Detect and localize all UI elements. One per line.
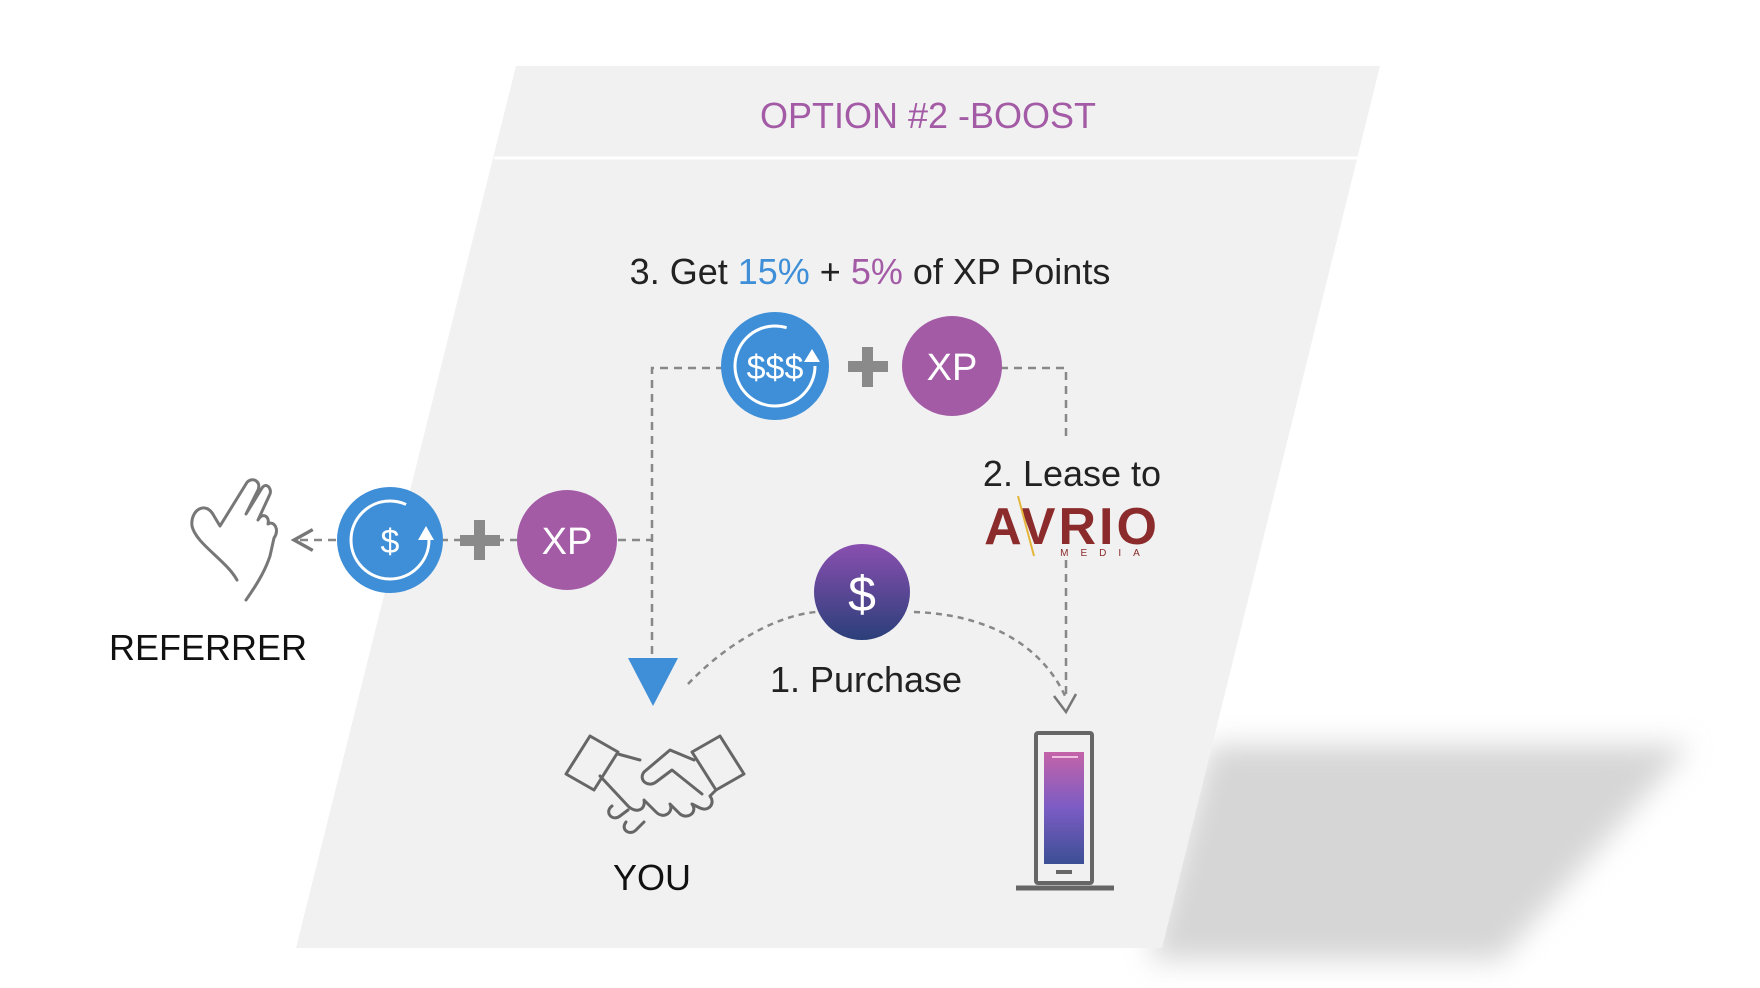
referrer-xp-badge-icon: XP <box>517 490 617 590</box>
step3-xp-pct: 5% <box>851 251 903 292</box>
referrer-xp-label: XP <box>542 521 593 563</box>
dollar-coin-label: $ <box>848 566 876 622</box>
step3-prefix: 3. Get <box>630 251 738 292</box>
referrer-coin-label: $ <box>381 523 400 561</box>
xp-badge-top-label: XP <box>927 347 978 389</box>
step3-suffix: of XP Points <box>903 251 1110 292</box>
you-label: YOU <box>613 857 691 898</box>
referrer-label: REFERRER <box>109 627 307 668</box>
purchase-arrowhead <box>1053 693 1078 715</box>
dollar-coin-icon: $ <box>814 544 910 640</box>
step3-heading: 3. Get 15% + 5% of XP Points <box>630 251 1111 292</box>
hand-pointing-icon <box>190 478 278 602</box>
kiosk-icon <box>1016 731 1114 891</box>
panel <box>296 66 1380 948</box>
cashback-coin-icon: $$$ <box>721 312 829 420</box>
step1-label: 1. Purchase <box>770 659 962 700</box>
step3-cashback-pct: 15% <box>738 251 810 292</box>
brand-name: AVRIO <box>984 498 1160 556</box>
down-arrow-you <box>628 658 678 706</box>
cashback-coin-label: $$$ <box>747 349 804 387</box>
step2-label: 2. Lease to <box>983 453 1161 494</box>
panel-shadow <box>1150 745 1690 960</box>
referrer-plus-icon <box>460 520 500 560</box>
xp-badge-icon: XP <box>902 316 1002 416</box>
purchase-arc <box>687 610 1068 699</box>
brand-subtitle: MEDIA <box>1060 548 1152 559</box>
panel-title: OPTION #2 -BOOST <box>760 95 1096 136</box>
step3-plus: + <box>810 251 851 292</box>
handshake-icon <box>564 734 746 834</box>
referrer-cashback-coin-icon: $ <box>337 487 443 593</box>
plus-icon <box>848 347 888 387</box>
avrio-logo: AVRIO MEDIA <box>984 495 1160 559</box>
